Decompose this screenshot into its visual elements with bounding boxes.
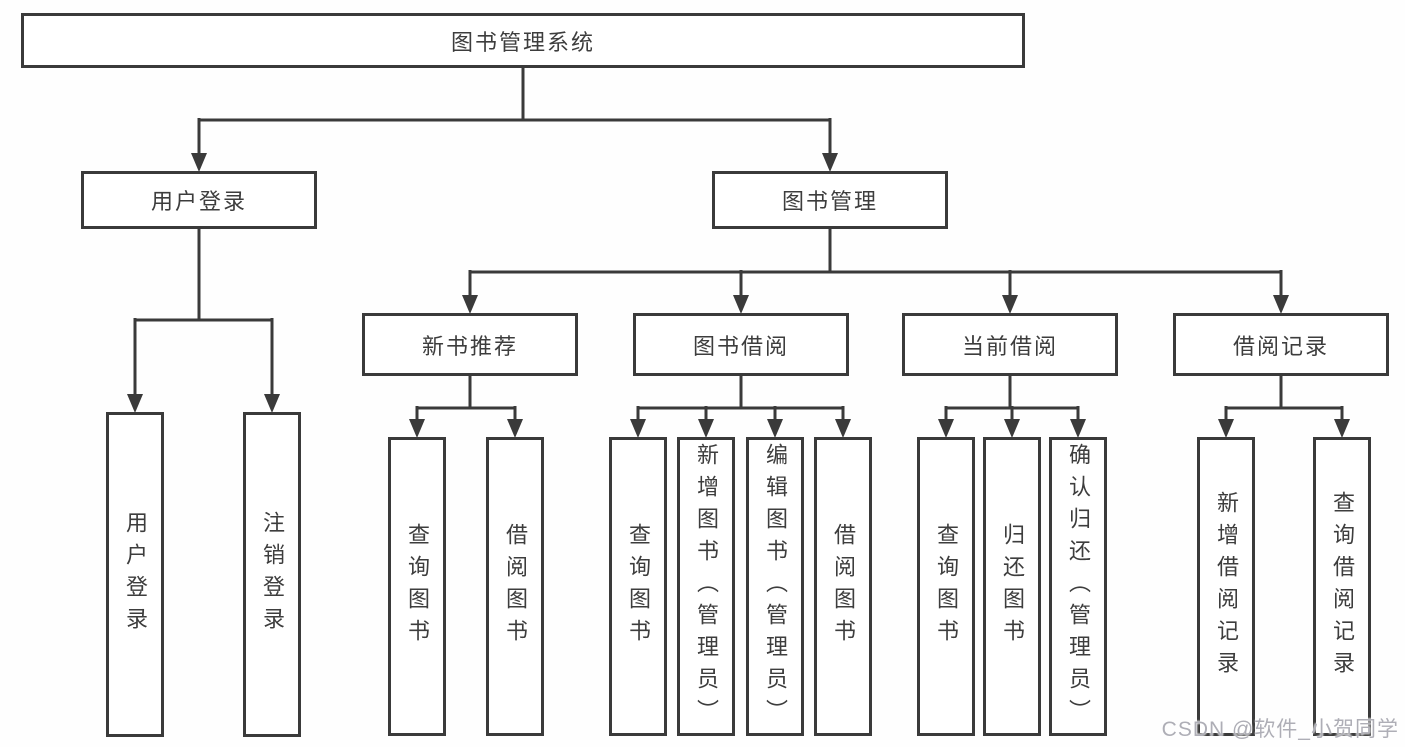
leaf-current-confirm-return-admin: 确认归还（管理员） — [1049, 437, 1107, 736]
node-borrow-records: 借阅记录 — [1173, 313, 1389, 376]
leaf-borrow-edit-book-admin: 编辑图书（管理员） — [746, 437, 804, 736]
leaf-recommend-borrow-book: 借阅图书 — [486, 437, 544, 736]
leaf-user-login: 用户登录 — [106, 412, 164, 737]
leaf-records-add-record: 新增借阅记录 — [1197, 437, 1255, 736]
node-user-login: 用户登录 — [81, 171, 317, 229]
leaf-records-query-record: 查询借阅记录 — [1313, 437, 1371, 736]
leaf-recommend-query-book: 查询图书 — [388, 437, 446, 736]
leaf-borrow-add-book-admin: 新增图书（管理员） — [677, 437, 735, 736]
leaf-borrow-borrow-book: 借阅图书 — [814, 437, 872, 736]
node-book-management: 图书管理 — [712, 171, 948, 229]
node-current-borrow: 当前借阅 — [902, 313, 1118, 376]
leaf-current-query-book: 查询图书 — [917, 437, 975, 736]
node-new-book-recommend: 新书推荐 — [362, 313, 578, 376]
csdn-watermark: CSDN @软件_小贺同学 — [1161, 718, 1399, 741]
arrowheads — [127, 153, 1350, 438]
root-node-library-system: 图书管理系统 — [21, 13, 1025, 68]
node-book-borrow: 图书借阅 — [633, 313, 849, 376]
leaf-current-return-book: 归还图书 — [983, 437, 1041, 736]
leaf-logout: 注销登录 — [243, 412, 301, 737]
leaf-borrow-query-book: 查询图书 — [609, 437, 667, 736]
